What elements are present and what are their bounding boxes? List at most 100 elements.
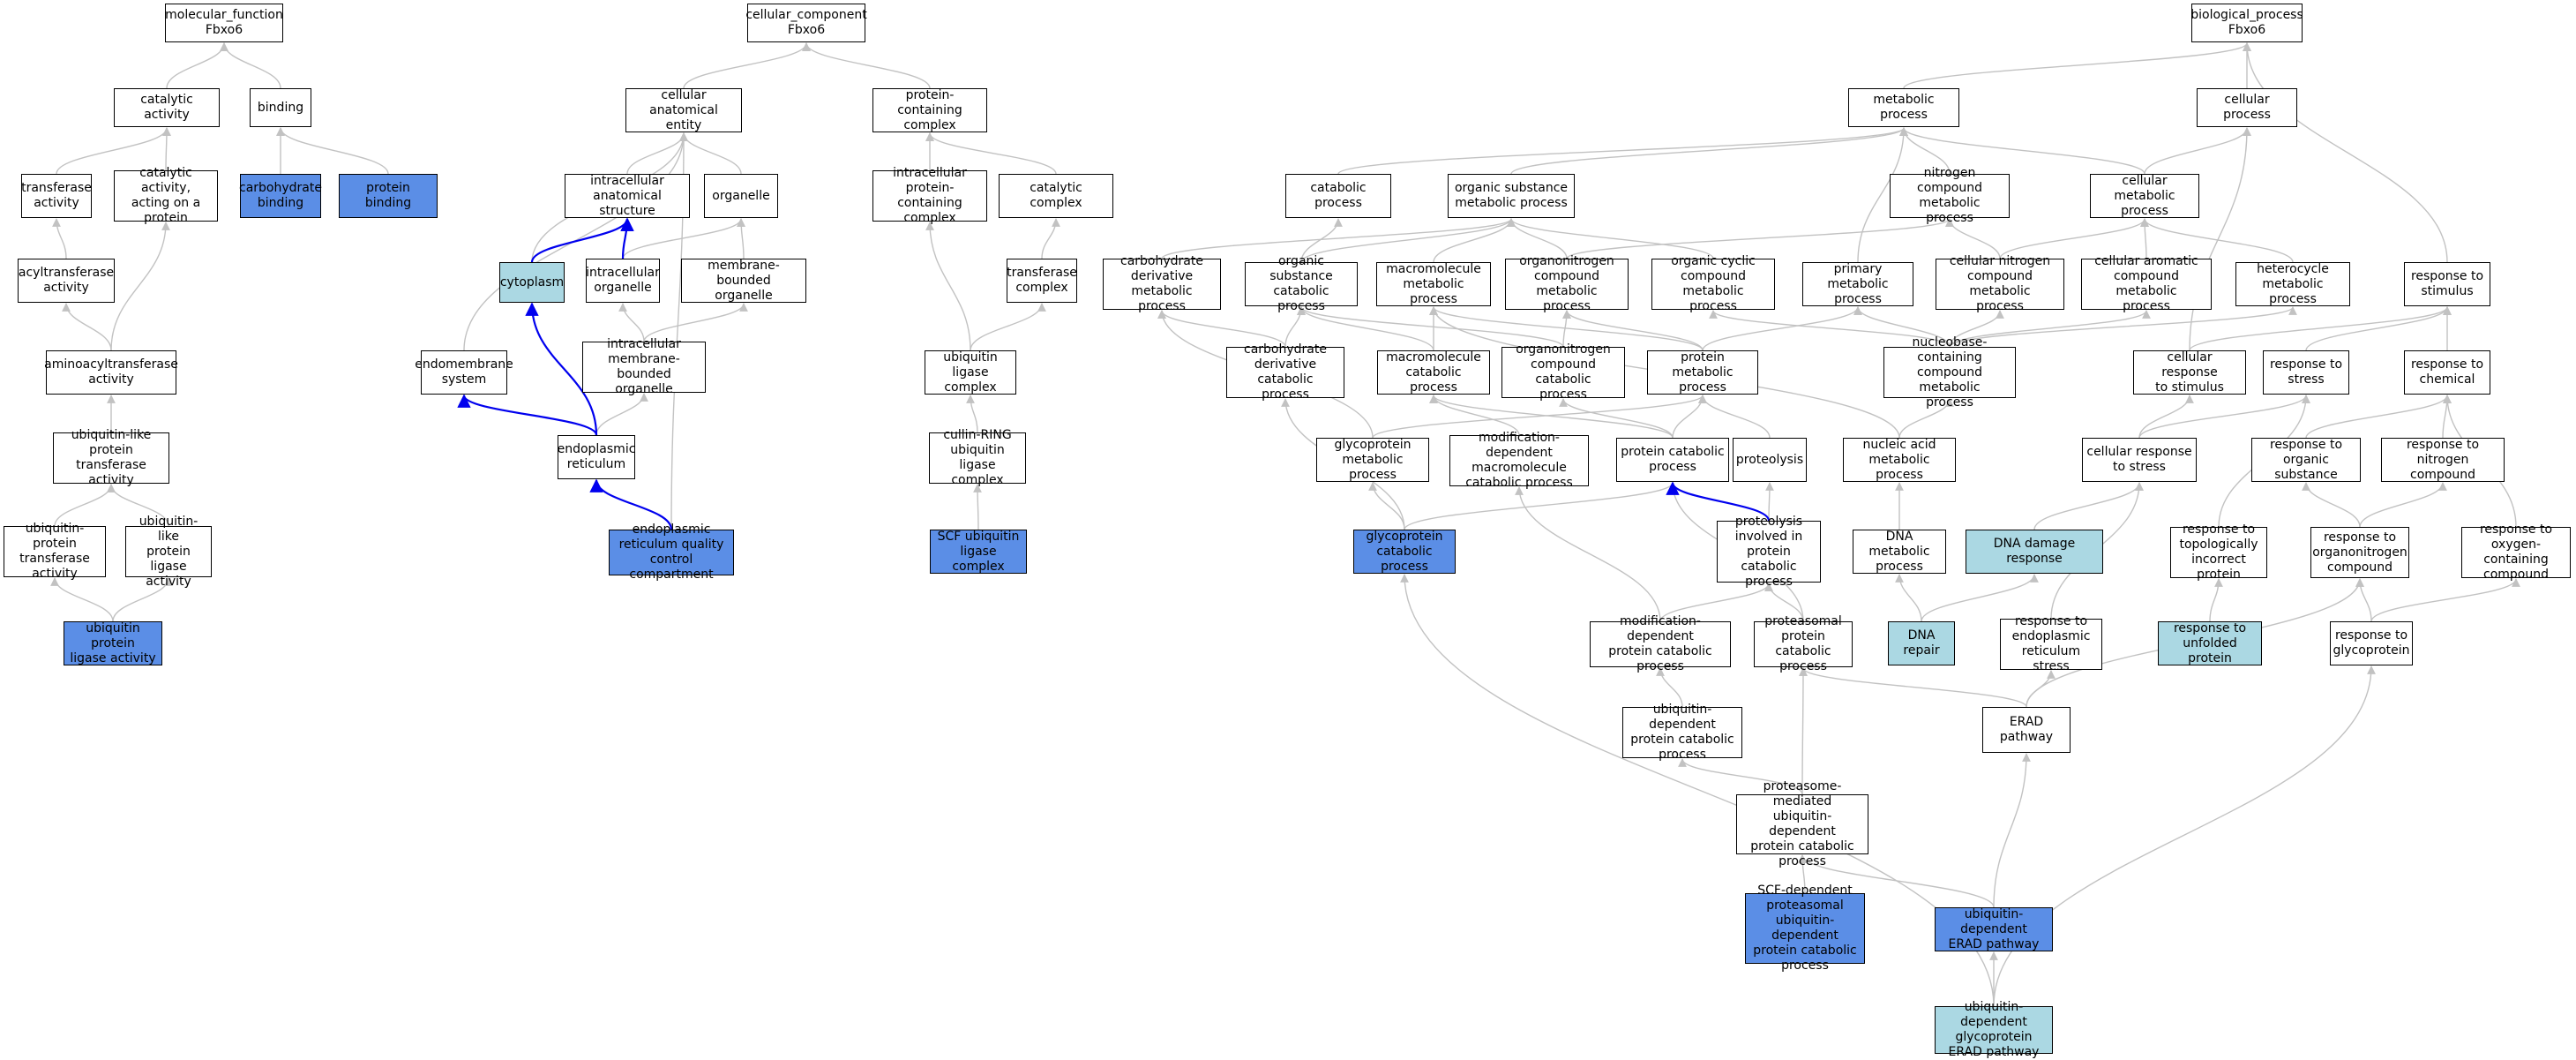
edge <box>1559 398 1674 439</box>
edge <box>2189 127 2251 351</box>
edge <box>737 218 745 259</box>
edge <box>2243 42 2448 263</box>
edge <box>276 127 389 175</box>
edge <box>1899 127 2145 175</box>
edge <box>1799 667 2027 708</box>
node-response-to-chemical: response to chemical <box>2404 350 2490 395</box>
node-proteolysis: proteolysis <box>1733 438 1807 482</box>
node-response-er-stress: response to endoplasmic reticulum stress <box>2000 614 2102 673</box>
edge <box>112 577 173 622</box>
node-mod-dep-macromolecule-catabolic: modification-dependent macromolecule cat… <box>1449 431 1589 490</box>
edge <box>925 132 1057 175</box>
node-cellular-anatomical-entity: cellular anatomical entity <box>625 88 742 132</box>
node-dna-metabolic: DNA metabolic process <box>1853 530 1946 574</box>
node-aminoacyltransferase-activity: aminoacyltransferase activity <box>44 350 178 395</box>
edge <box>683 42 811 89</box>
edge <box>1510 127 1908 175</box>
node-ubiquitin-ligase-complex: ubiquitin ligase complex <box>925 350 1016 395</box>
node-dna-damage-response: DNA damage response <box>1966 530 2103 574</box>
node-organelle: organelle <box>704 174 778 218</box>
node-organic-substance-catabolic: organic substance catabolic process <box>1245 254 1358 313</box>
edge <box>1678 758 1803 795</box>
edge <box>52 218 67 259</box>
edge <box>1999 218 2149 259</box>
edge <box>2370 578 2520 622</box>
edge <box>2189 306 2452 351</box>
node-intracellular-mb-organelle: intracellular membrane-bounded organelle <box>582 337 706 396</box>
edge <box>1698 395 1771 439</box>
edge <box>1161 218 1516 259</box>
node-cellular-response-stimulus: cellular response to stimulus <box>2133 350 2246 395</box>
edge <box>1404 482 1677 530</box>
node-catalytic-on-protein: catalytic activity, acting on a protein <box>114 166 218 225</box>
edge <box>1921 574 2039 622</box>
node-nitrogen-compound-metabolic: nitrogen compound metabolic process <box>1890 166 2010 225</box>
edge <box>1903 42 2251 89</box>
node-organonitrogen-metabolic: organonitrogen compound metabolic proces… <box>1505 254 1629 313</box>
edge <box>2305 306 2452 351</box>
node-transferase-activity: transferase activity <box>21 174 92 218</box>
node-protein-metabolic: protein metabolic process <box>1647 350 1758 395</box>
edge <box>1799 667 1808 795</box>
edge <box>679 132 742 175</box>
edge <box>1566 218 1954 259</box>
node-primary-metabolic: primary metabolic process <box>1802 262 1913 306</box>
edge <box>162 127 171 171</box>
edge-direct <box>457 394 598 436</box>
node-proteolysis-in-protein-catabolic: proteolysis involved in protein cataboli… <box>1717 515 1821 589</box>
node-carb-deriv-catabolic: carbohydrate derivative catabolic proces… <box>1226 342 1344 402</box>
edge <box>1337 127 1908 175</box>
edge <box>595 393 648 436</box>
node-scf-complex: SCF ubiquitin ligase complex <box>930 530 1027 574</box>
edge <box>2359 482 2447 528</box>
node-ubiquitin-protein-transferase: ubiquitin-protein transferase activity <box>4 522 106 581</box>
node-cellular-aromatic-metabolic: cellular aromatic compound metabolic pro… <box>2081 254 2212 313</box>
edge-direct <box>1666 481 1771 522</box>
node-metabolic-process: metabolic process <box>1848 88 1959 127</box>
edge <box>1993 753 2031 908</box>
edge <box>1300 218 1516 263</box>
edge <box>1659 583 1773 622</box>
edge <box>626 132 688 175</box>
edge <box>2138 395 2310 439</box>
node-response-organonitrogen: response to organonitrogen compound <box>2310 527 2409 578</box>
edge <box>1765 482 1774 522</box>
edge-direct <box>589 478 673 530</box>
node-proteasome-mediated: proteasome-mediated ubiquitin-dependent … <box>1736 779 1868 868</box>
edge <box>2355 578 2372 622</box>
node-response-to-stress: response to stress <box>2263 350 2349 395</box>
node-glycoprotein-catabolic: glycoprotein catabolic process <box>1353 530 1456 574</box>
node-dna-repair: DNA repair <box>1888 621 1955 665</box>
edge <box>1656 667 1683 708</box>
edge <box>1764 583 1804 622</box>
node-nucleobase-metabolic: nucleobase-containing compound metabolic… <box>1883 335 2016 410</box>
node-intracellular-pc-complex: intracellular protein-containing complex <box>872 166 987 225</box>
node-carb-deriv-metabolic: carbohydrate derivative metabolic proces… <box>1103 254 1221 313</box>
node-cc-root: cellular_component Fbxo6 <box>745 4 867 42</box>
edge <box>1562 310 1704 351</box>
node-endomembrane-system: endomembrane system <box>415 350 513 395</box>
node-cellular-process: cellular process <box>2197 88 2297 127</box>
edge <box>1709 310 1951 348</box>
edge <box>966 395 978 433</box>
node-intracellular-organelle: intracellular organelle <box>586 259 660 303</box>
node-organic-substance-metabolic: organic substance metabolic process <box>1448 174 1575 218</box>
node-response-organic-substance: response to organic substance <box>2251 438 2361 482</box>
edge <box>2140 218 2149 259</box>
node-ubiquitin-ligase-activity: ubiquitin protein ligase activity <box>64 621 162 665</box>
node-response-nitrogen-compound: response to nitrogen compound <box>2381 438 2505 482</box>
edge <box>1702 306 1862 351</box>
node-ubiquitin-dep-glyco-erad: ubiquitin-dependent glycoprotein ERAD pa… <box>1935 1000 2053 1059</box>
node-macromolecule-metabolic: macromolecule metabolic process <box>1376 262 1491 306</box>
node-ubiquitin-dep-erad: ubiquitin-dependent ERAD pathway <box>1935 907 2053 951</box>
edge-direct <box>525 302 598 436</box>
node-protein-containing-complex: protein-containing complex <box>872 88 987 132</box>
edge <box>1429 306 1704 351</box>
node-endoplasmic-reticulum: endoplasmic reticulum <box>558 435 635 479</box>
node-protein-binding: protein binding <box>339 174 438 218</box>
node-response-unfolded-protein: response to unfolded protein <box>2158 621 2262 665</box>
edge <box>643 303 748 342</box>
node-cellular-nitrogen-metabolic: cellular nitrogen compound metabolic pro… <box>1936 254 2064 313</box>
edge <box>1945 218 2001 259</box>
edge <box>1372 395 1707 439</box>
